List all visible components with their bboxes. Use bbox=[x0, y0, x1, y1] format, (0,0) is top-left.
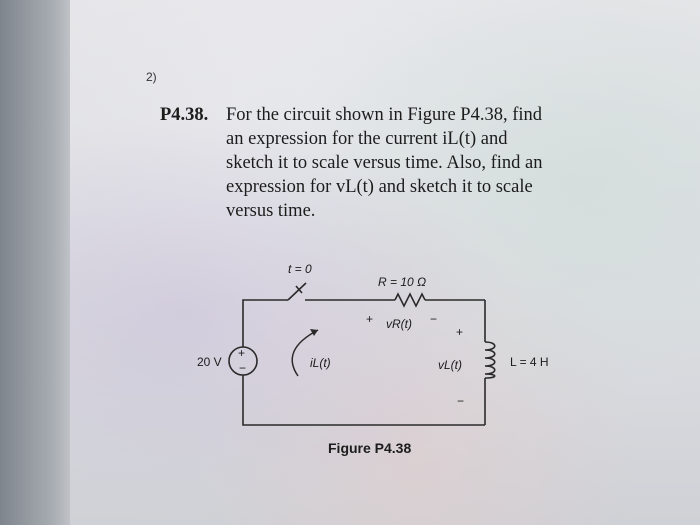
current-arrow bbox=[291, 329, 319, 377]
inductor-symbol bbox=[484, 341, 496, 379]
circuit-diagram: t = 0 R = 10 Ω + vR(t) − + − 20 V iL(t) … bbox=[197, 262, 549, 456]
resistor-minus-sign: − bbox=[430, 312, 437, 326]
problem-line: sketch it to scale versus time. Also, fi… bbox=[226, 153, 543, 173]
problem-number: P4.38. bbox=[160, 105, 209, 125]
problem-text: For the circuit shown in Figure P4.38, f… bbox=[226, 103, 626, 223]
resistor-symbol bbox=[394, 292, 426, 308]
resistor-voltage-label: vR(t) bbox=[386, 317, 412, 331]
problem-line: expression for vL(t) and sketch it to sc… bbox=[226, 177, 533, 197]
resistor-plus-sign: + bbox=[366, 312, 373, 326]
current-label: iL(t) bbox=[310, 356, 331, 370]
source-plus-sign: + bbox=[238, 346, 245, 360]
inductor-minus-sign: − bbox=[457, 394, 464, 408]
figure-caption: Figure P4.38 bbox=[328, 440, 411, 456]
problem-line: For the circuit shown in Figure P4.38, f… bbox=[226, 105, 543, 125]
problem-line: an expression for the current iL(t) and bbox=[226, 129, 508, 149]
source-minus-sign: − bbox=[239, 361, 246, 375]
circuit-wires bbox=[242, 299, 486, 426]
current-arrowhead bbox=[310, 329, 318, 336]
paper-sheet bbox=[70, 0, 700, 525]
inductor-plus-sign: + bbox=[456, 325, 463, 339]
problem-line: versus time. bbox=[226, 201, 316, 221]
monitor-bezel bbox=[0, 0, 74, 525]
source-label: 20 V bbox=[197, 355, 222, 369]
switch-symbol bbox=[287, 282, 307, 301]
question-number: 2) bbox=[146, 70, 157, 84]
voltage-source-symbol bbox=[228, 346, 258, 376]
inductor-label: L = 4 H bbox=[510, 355, 549, 369]
resistor-label: R = 10 Ω bbox=[378, 275, 426, 289]
switch-label: t = 0 bbox=[288, 262, 312, 276]
inductor-voltage-label: vL(t) bbox=[438, 358, 462, 372]
